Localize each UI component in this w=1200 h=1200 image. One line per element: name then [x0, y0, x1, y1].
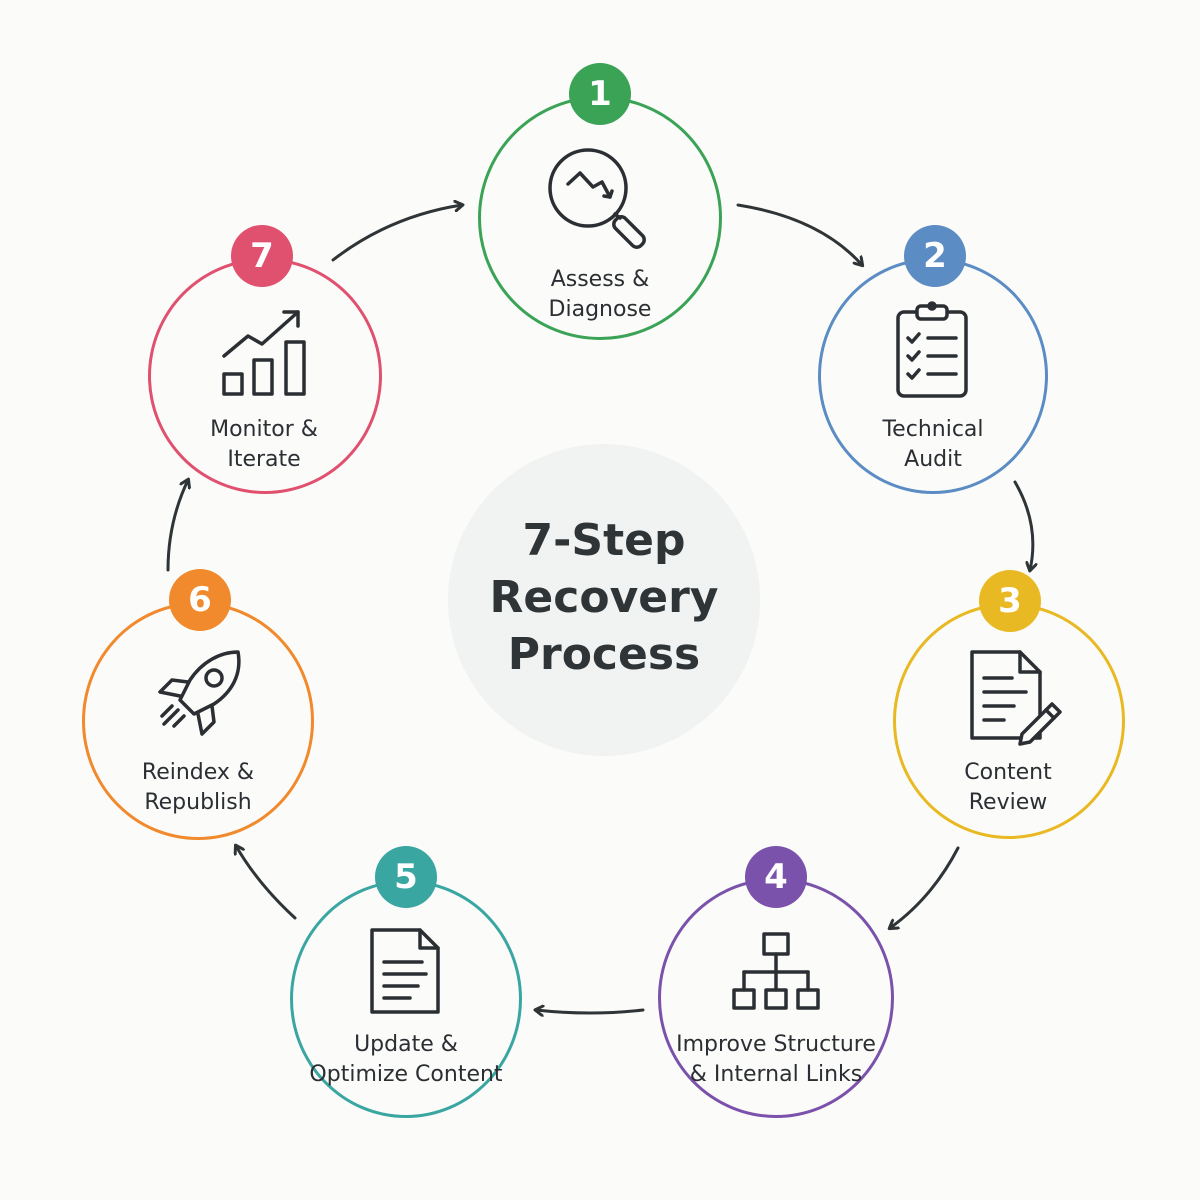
title-line: Recovery: [489, 572, 719, 623]
bar-chart-trend-up-icon: [222, 310, 306, 396]
title-line: Process: [507, 629, 701, 680]
step-5-label: Update & Optimize Content: [309, 1032, 503, 1087]
step-5-number-badge: 5: [375, 846, 437, 908]
step-7-circle: [148, 258, 382, 494]
title-line: 7-Step: [522, 515, 686, 566]
arrow-6-to-7: [166, 480, 188, 572]
arrow-3-to-4: [890, 846, 960, 928]
step-1-number-badge: 1: [569, 63, 631, 125]
step-1-label: Assess & Diagnose: [548, 267, 652, 322]
clipboard-checklist-icon: [896, 301, 968, 398]
arrow-4-to-5: [536, 1010, 645, 1013]
arrow-2-to-3: [1013, 480, 1033, 570]
step-1-circle: [478, 96, 722, 340]
magnifier-trend-down-icon: [548, 148, 646, 249]
arrow-1-to-2: [736, 203, 862, 265]
center-circle: [448, 444, 760, 756]
step-7-number-badge: 7: [231, 225, 293, 287]
step-3-label: Content Review: [964, 760, 1052, 815]
step-2-number-badge: 2: [904, 225, 966, 287]
sitemap-hierarchy-icon: [732, 932, 820, 1010]
diagram-title: 7-Step Recovery Process: [448, 512, 760, 683]
step-2-label: Technical Audit: [882, 417, 984, 472]
arrow-5-to-6: [236, 846, 297, 920]
document-lines-icon: [370, 928, 440, 1014]
step-6-label: Reindex & Republish: [141, 760, 255, 815]
step-3-number-badge: 3: [979, 570, 1041, 632]
document-pencil-icon: [970, 650, 1062, 746]
rocket-icon: [158, 650, 241, 736]
step-6-number-badge: 6: [169, 569, 231, 631]
arrow-7-to-1: [331, 205, 462, 262]
step-4-number-badge: 4: [745, 846, 807, 908]
step-4-label: Improve Structure & Internal Links: [676, 1032, 876, 1087]
step-2-circle: [818, 258, 1048, 494]
step-7-label: Monitor & Iterate: [210, 417, 318, 472]
